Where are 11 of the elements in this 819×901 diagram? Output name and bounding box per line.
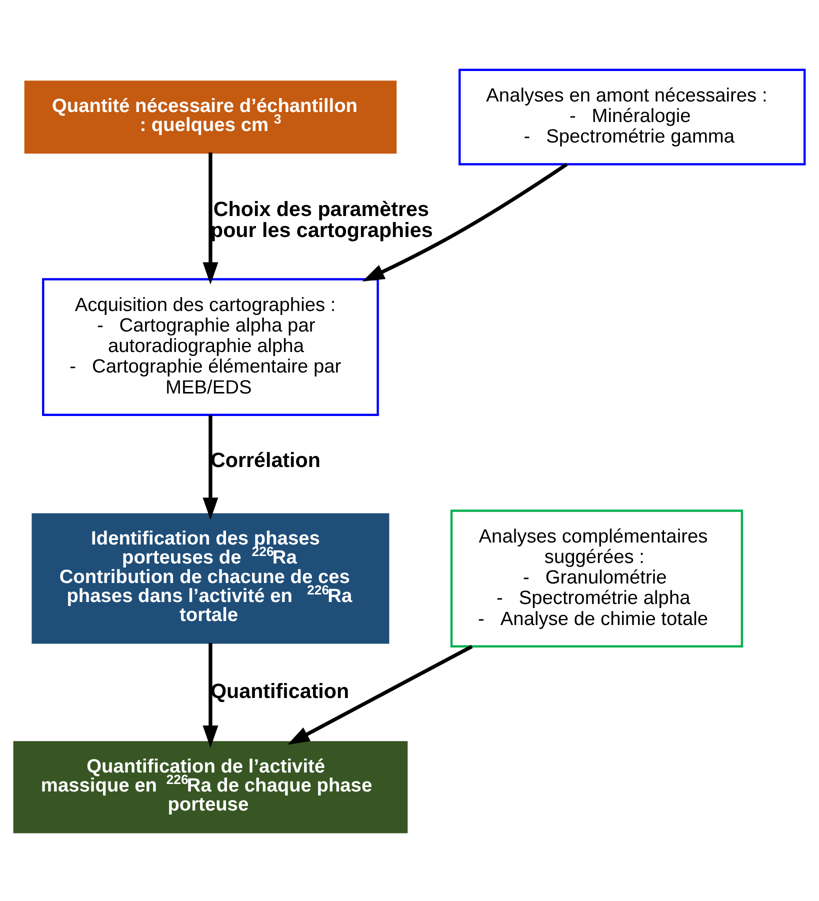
node-box: Quantification de l’activité massique en $^{226}$Ra de chaque phase porteuse	[13, 740, 408, 833]
arrow	[202, 414, 218, 520]
arrow	[287, 644, 473, 744]
arrow	[362, 162, 568, 281]
arrow	[202, 642, 218, 748]
arrow	[202, 152, 218, 284]
node-box: Acquisition des cartographies : - Cartographie alpha par autoradiographie alpha - Cartographie élémentaire par MEB/EDS	[42, 278, 379, 416]
node-box: Analyses complémentaires suggérées : - Granulométrie - Spectrométrie alpha - Analyse de chimie totale	[450, 509, 744, 647]
node-box: Analyses en amont nécessaires : - Minéralogie - Spectrométrie gamma	[458, 68, 806, 165]
node-box: Quantité nécessaire d’échantillon : quelques cm$^{3}$	[24, 80, 397, 154]
node-box: Identification des phases porteuses de $^{226}$Ra Contribution de chacune de ces phases dans l’activité en $^{226}$Ra tortale	[32, 512, 390, 644]
